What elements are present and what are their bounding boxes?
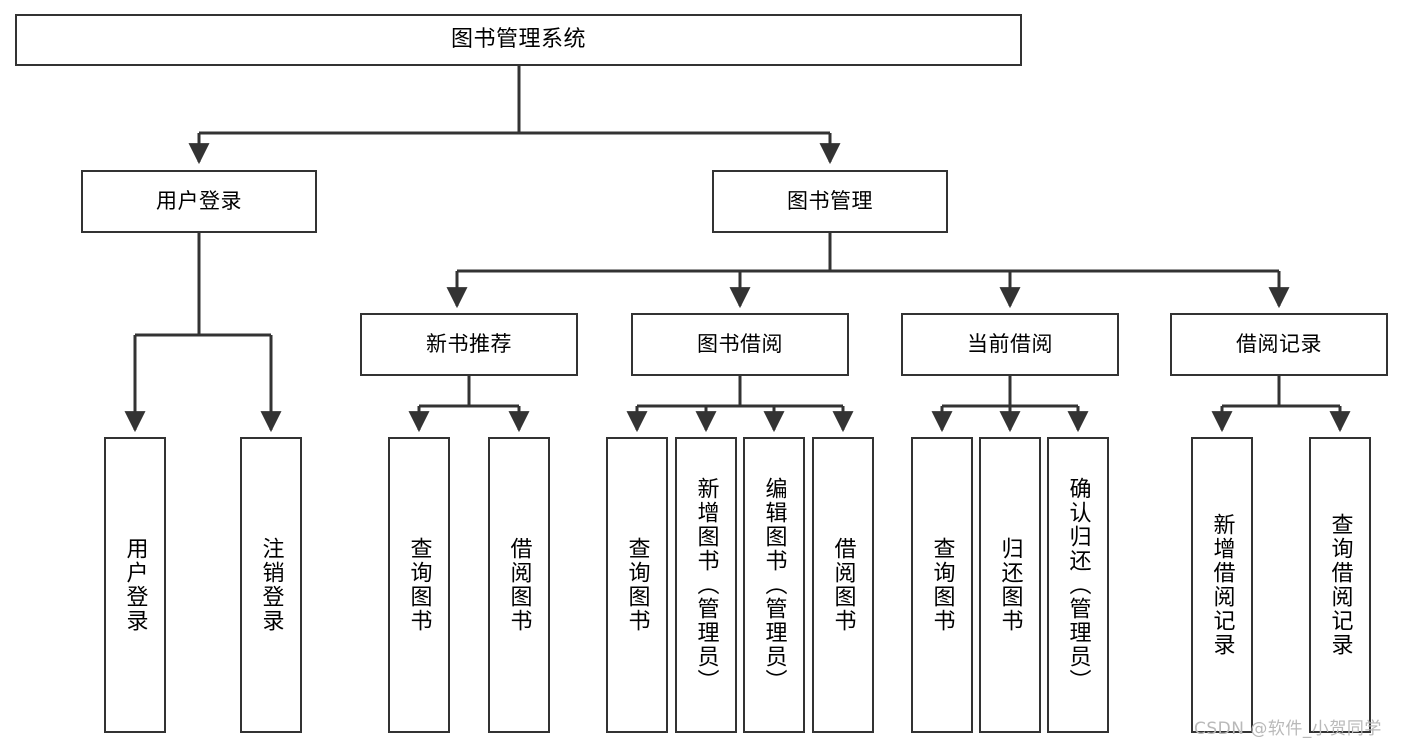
node-current-borrow-label: 当前借阅 xyxy=(967,332,1053,357)
node-leaf-confirm-return-label: 确认归还（管理员） xyxy=(1065,477,1091,693)
node-leaf-user-login[interactable]: 用户登录 xyxy=(104,437,166,733)
node-borrow-record-label: 借阅记录 xyxy=(1236,332,1322,357)
node-leaf-confirm-return[interactable]: 确认归还（管理员） xyxy=(1047,437,1109,733)
node-user-login-label: 用户登录 xyxy=(156,189,242,214)
node-leaf-query-book-3[interactable]: 查询图书 xyxy=(911,437,973,733)
node-leaf-edit-book[interactable]: 编辑图书（管理员） xyxy=(743,437,805,733)
node-root-label: 图书管理系统 xyxy=(450,27,586,53)
node-leaf-query-record-label: 查询借阅记录 xyxy=(1327,513,1353,657)
node-book-manage[interactable]: 图书管理 xyxy=(712,170,948,233)
node-leaf-borrow-book-1-label: 借阅图书 xyxy=(506,537,532,633)
node-borrow-record[interactable]: 借阅记录 xyxy=(1170,313,1388,376)
node-leaf-borrow-book-1[interactable]: 借阅图书 xyxy=(488,437,550,733)
node-leaf-borrow-book-2-label: 借阅图书 xyxy=(830,537,856,633)
node-leaf-return-book[interactable]: 归还图书 xyxy=(979,437,1041,733)
node-leaf-query-book-3-label: 查询图书 xyxy=(929,537,955,633)
node-leaf-borrow-book-2[interactable]: 借阅图书 xyxy=(812,437,874,733)
node-leaf-add-book-label: 新增图书（管理员） xyxy=(693,477,719,693)
node-book-borrow-label: 图书借阅 xyxy=(697,332,783,357)
node-leaf-logout[interactable]: 注销登录 xyxy=(240,437,302,733)
node-leaf-query-book-2[interactable]: 查询图书 xyxy=(606,437,668,733)
node-book-borrow[interactable]: 图书借阅 xyxy=(631,313,849,376)
node-book-manage-label: 图书管理 xyxy=(787,189,873,214)
node-leaf-query-record[interactable]: 查询借阅记录 xyxy=(1309,437,1371,733)
node-leaf-query-book-1-label: 查询图书 xyxy=(406,537,432,633)
node-leaf-add-record-label: 新增借阅记录 xyxy=(1209,513,1235,657)
node-leaf-add-book[interactable]: 新增图书（管理员） xyxy=(675,437,737,733)
node-current-borrow[interactable]: 当前借阅 xyxy=(901,313,1119,376)
node-leaf-return-book-label: 归还图书 xyxy=(997,537,1023,633)
node-new-book-recommend[interactable]: 新书推荐 xyxy=(360,313,578,376)
node-leaf-user-login-label: 用户登录 xyxy=(122,537,148,633)
node-new-book-recommend-label: 新书推荐 xyxy=(426,332,512,357)
node-leaf-logout-label: 注销登录 xyxy=(258,537,284,633)
node-leaf-edit-book-label: 编辑图书（管理员） xyxy=(761,477,787,693)
watermark: CSDN @软件_小贺同学 xyxy=(1194,719,1382,739)
node-user-login[interactable]: 用户登录 xyxy=(81,170,317,233)
node-leaf-query-book-1[interactable]: 查询图书 xyxy=(388,437,450,733)
node-leaf-add-record[interactable]: 新增借阅记录 xyxy=(1191,437,1253,733)
node-leaf-query-book-2-label: 查询图书 xyxy=(624,537,650,633)
node-root[interactable]: 图书管理系统 xyxy=(15,14,1022,66)
